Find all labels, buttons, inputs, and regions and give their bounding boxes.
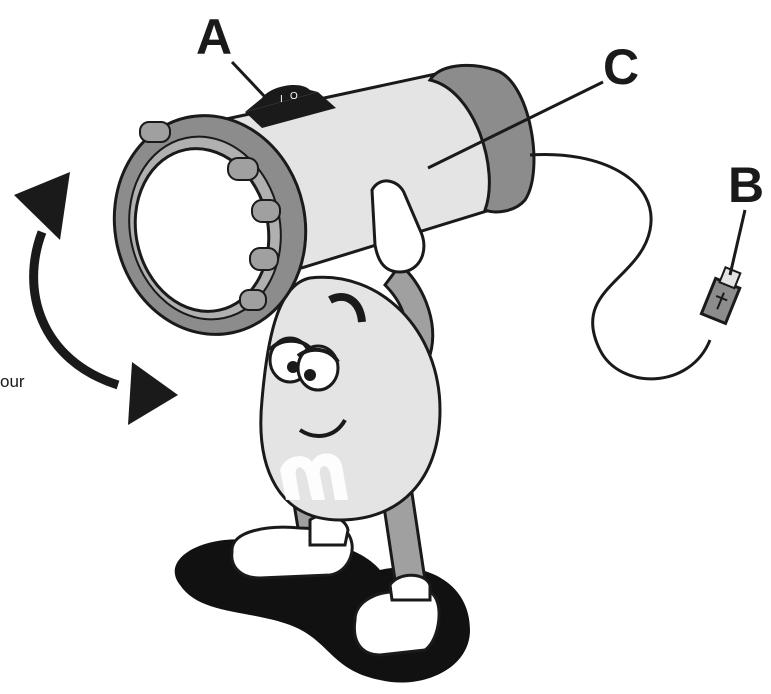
mascot-logo-mark	[280, 453, 348, 500]
svg-text:O: O	[290, 91, 298, 102]
usb-plug-icon	[701, 265, 745, 323]
svg-text:I: I	[280, 94, 283, 105]
usb-cable	[530, 154, 710, 378]
callout-label-b: B	[728, 160, 764, 210]
callout-label-c: C	[603, 42, 639, 92]
partial-caption-text: our	[0, 372, 25, 392]
callout-label-a: A	[196, 12, 232, 62]
